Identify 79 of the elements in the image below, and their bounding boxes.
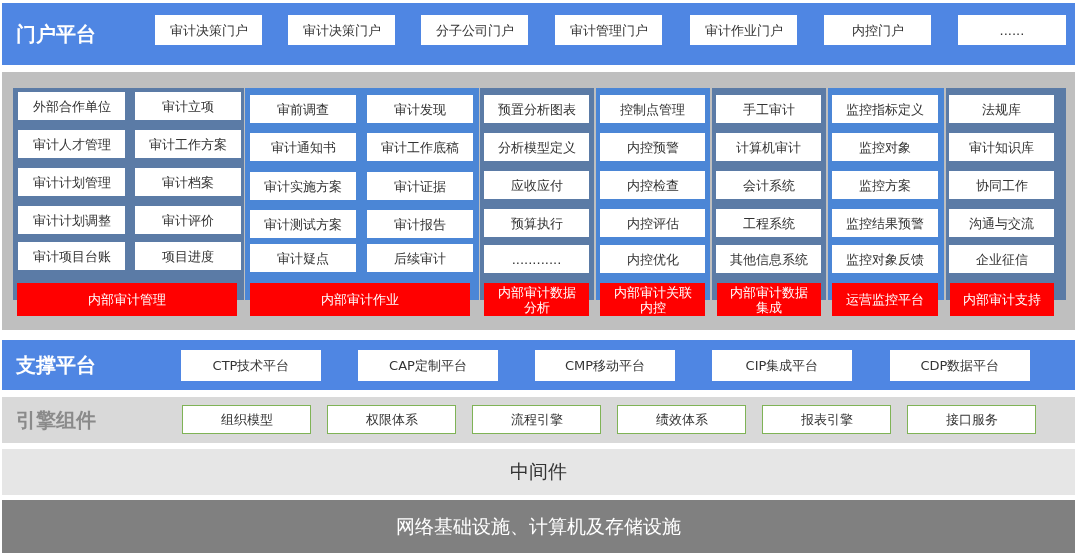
module-box: 审计管理门户	[555, 15, 662, 45]
module-box: 组织模型	[182, 405, 311, 434]
module-box: 审计评价	[135, 206, 241, 234]
module-box: 审计立项	[135, 92, 241, 120]
module-box: 其他信息系统	[716, 245, 821, 273]
category-label: 内部审计数据集成	[717, 283, 821, 316]
module-box: 项目进度	[135, 242, 241, 270]
module-box: 流程引擎	[472, 405, 601, 434]
module-box: 审计实施方案	[250, 172, 356, 200]
module-box: CMP移动平台	[535, 350, 675, 381]
module-box: 监控对象	[832, 133, 938, 161]
module-box: 审计发现	[367, 95, 473, 123]
category-label: 内部审计关联内控	[600, 283, 705, 316]
module-box: 会计系统	[716, 171, 821, 199]
platform-band	[2, 340, 1075, 390]
layer-band: 中间件	[2, 449, 1075, 495]
module-box: 法规库	[949, 95, 1054, 123]
module-box: 审计工作方案	[135, 130, 241, 158]
module-box: 工程系统	[716, 209, 821, 237]
module-box: 审计工作底稿	[367, 133, 473, 161]
module-box: 内控检查	[600, 171, 705, 199]
module-box: 审计决策门户	[155, 15, 262, 45]
module-box: 报表引擎	[762, 405, 891, 434]
band-title: 支撑平台	[16, 352, 96, 379]
module-box: 审计档案	[135, 168, 241, 196]
module-box: 审计报告	[367, 210, 473, 238]
module-box: CDP数据平台	[890, 350, 1030, 381]
platform-band	[2, 397, 1075, 443]
category-label: 内部审计支持	[950, 283, 1054, 316]
module-box: 审计作业门户	[690, 15, 797, 45]
band-title: 引擎组件	[16, 407, 96, 434]
module-box: 监控方案	[832, 171, 938, 199]
module-box: 预算执行	[484, 209, 589, 237]
module-box: 应收应付	[484, 171, 589, 199]
module-box: 审计决策门户	[288, 15, 395, 45]
module-box: 审计计划调整	[18, 206, 125, 234]
module-box: 审计人才管理	[18, 130, 125, 158]
module-box: CAP定制平台	[358, 350, 498, 381]
module-box: 审计通知书	[250, 133, 356, 161]
module-box: 计算机审计	[716, 133, 821, 161]
module-box: 内控门户	[824, 15, 931, 45]
module-box: 后续审计	[367, 244, 473, 272]
module-box: 企业征信	[949, 245, 1054, 273]
module-box: 预置分析图表	[484, 95, 589, 123]
module-box: 外部合作单位	[18, 92, 125, 120]
module-box: 监控指标定义	[832, 95, 938, 123]
module-box: ......	[958, 15, 1066, 45]
module-box: 审计项目台账	[18, 242, 125, 270]
module-box: 接口服务	[907, 405, 1036, 434]
module-box: 审计测试方案	[250, 210, 356, 238]
module-box: ............	[484, 245, 589, 273]
module-box: 分子公司门户	[421, 15, 528, 45]
module-box: 分析模型定义	[484, 133, 589, 161]
module-box: 内控预警	[600, 133, 705, 161]
category-label: 运营监控平台	[832, 283, 938, 316]
layer-band: 网络基础设施、计算机及存储设施	[2, 500, 1075, 553]
module-box: 协同工作	[949, 171, 1054, 199]
category-label: 内部审计作业	[250, 283, 470, 316]
module-box: 审计证据	[367, 172, 473, 200]
module-box: 绩效体系	[617, 405, 746, 434]
module-box: 内控评估	[600, 209, 705, 237]
module-box: 沟通与交流	[949, 209, 1054, 237]
module-box: CIP集成平台	[712, 350, 852, 381]
module-box: 监控对象反馈	[832, 245, 938, 273]
module-box: 权限体系	[327, 405, 456, 434]
module-box: 审计疑点	[250, 244, 356, 272]
module-box: 审计计划管理	[18, 168, 125, 196]
module-box: 审前调查	[250, 95, 356, 123]
module-panel	[2, 72, 1075, 330]
platform-band	[2, 3, 1075, 65]
module-box: 监控结果预警	[832, 209, 938, 237]
module-box: 控制点管理	[600, 95, 705, 123]
module-box: 手工审计	[716, 95, 821, 123]
band-title: 门户平台	[16, 21, 96, 48]
module-box: 审计知识库	[949, 133, 1054, 161]
module-box: CTP技术平台	[181, 350, 321, 381]
category-label: 内部审计管理	[17, 283, 237, 316]
module-box: 内控优化	[600, 245, 705, 273]
category-label: 内部审计数据分析	[484, 283, 589, 316]
